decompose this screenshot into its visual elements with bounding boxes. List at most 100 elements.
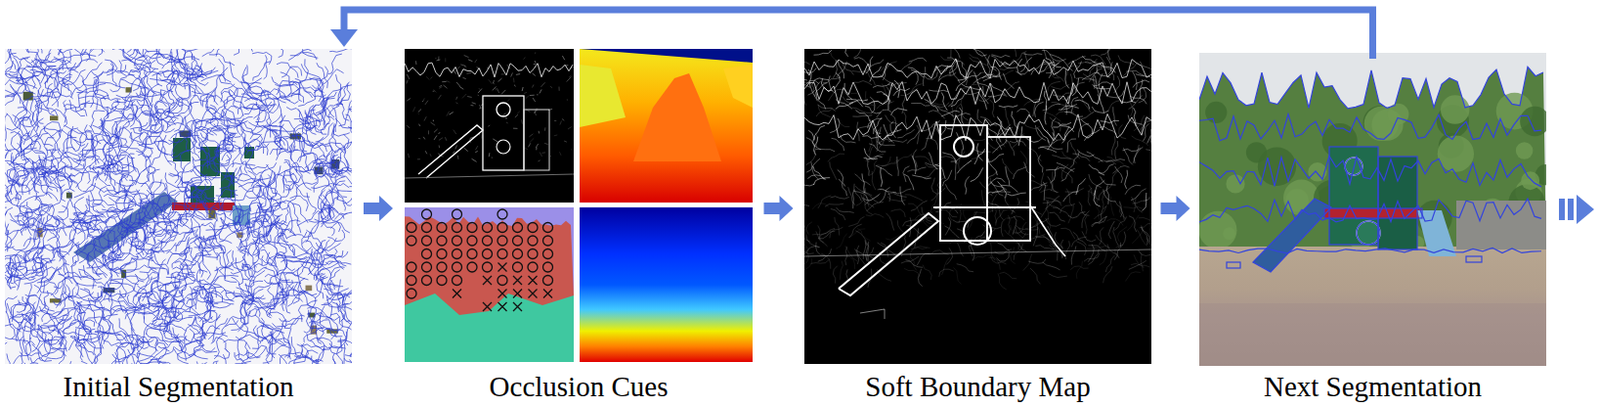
superpixel-outline: [101, 209, 127, 214]
figure-mark: [452, 235, 463, 246]
superpixel-outline: [14, 99, 29, 123]
superpixel-outline: [59, 328, 86, 336]
superpixel-outline: [132, 128, 152, 144]
superpixel-outline: [329, 48, 352, 52]
superpixel-outline: [320, 112, 328, 134]
superpixel-outline: [316, 239, 326, 261]
superpixel-outline: [283, 289, 302, 305]
superpixel-outline: [185, 119, 203, 138]
superpixel-outline: [104, 269, 113, 296]
superpixel-outline: [150, 120, 164, 133]
edge-texture: [479, 107, 481, 109]
superpixel-outline: [4, 207, 7, 226]
edge-texture: [459, 86, 464, 89]
superpixel-outline: [86, 199, 115, 206]
superpixel-outline: [69, 198, 87, 215]
superpixel-outline: [163, 322, 179, 340]
superpixel-outline: [141, 296, 172, 303]
edge-texture: [477, 88, 482, 94]
superpixel-outline: [110, 248, 130, 260]
superpixel-outline: [202, 48, 226, 57]
superpixel-outline: [9, 313, 32, 323]
edge-texture: [464, 54, 470, 57]
figure-mark: [422, 209, 433, 219]
superpixel-outline: [103, 192, 129, 199]
superpixel-outline: [307, 248, 316, 275]
superpixel-outline: [79, 95, 99, 110]
superpixel-outline: [171, 271, 196, 280]
superpixel-outline: [30, 97, 40, 123]
superpixel-outline: [17, 325, 44, 339]
superpixel-outline: [191, 134, 201, 160]
superpixel-outline: [123, 48, 139, 60]
superpixel-outline: [68, 218, 92, 226]
superpixel-outline: [312, 162, 339, 170]
superpixel-outline: [233, 87, 253, 100]
superpixel-outline: [175, 85, 190, 100]
figure-mark: [543, 275, 554, 286]
superpixel-outline: [214, 347, 230, 359]
edge-texture: [491, 157, 493, 159]
figure-mark: [467, 249, 477, 260]
superpixel-outline: [70, 245, 79, 267]
superpixel-outline: [275, 329, 291, 348]
superpixel-outline: [298, 131, 304, 157]
superpixel-outline: [283, 166, 296, 193]
superpixel-outline: [177, 272, 183, 297]
superpixel-outline: [210, 207, 233, 213]
superpixel-outline: [18, 300, 35, 315]
depth-region: [633, 73, 722, 162]
boundary-texture: [1117, 226, 1127, 242]
superpixel-outline: [92, 228, 108, 246]
superpixel-outline: [191, 90, 218, 105]
superpixel-outline: [111, 211, 129, 233]
superpixel-outline: [244, 143, 253, 173]
superpixel-outline: [186, 125, 205, 150]
edge-texture: [475, 150, 477, 152]
superpixel-outline: [339, 102, 352, 127]
superpixel-outline: [4, 113, 8, 142]
figure-mark: [513, 235, 523, 246]
superpixel-outline: [73, 48, 97, 56]
figure-mark: [406, 275, 417, 286]
superpixel-outline: [179, 149, 194, 171]
edge-texture: [423, 136, 426, 140]
edge-texture: [437, 94, 441, 100]
superpixel-outline: [81, 360, 92, 364]
figure-mark: [406, 288, 417, 299]
superpixel-outline: [301, 63, 322, 83]
superpixel-outline: [14, 250, 32, 271]
superpixel-outline: [115, 93, 144, 103]
superpixel-outline: [118, 268, 139, 285]
superpixel-outline: [36, 59, 56, 70]
edge-texture: [431, 122, 436, 126]
superpixel-outline: [298, 300, 317, 322]
edge-texture: [559, 151, 562, 156]
edge-texture: [424, 116, 427, 121]
superpixel-outline: [274, 84, 301, 95]
superpixel-outline: [140, 228, 157, 249]
edge-texture: [566, 77, 572, 83]
superpixel-outline: [237, 337, 243, 362]
superpixel-outline: [330, 312, 351, 330]
superpixel-outline: [104, 59, 118, 76]
superpixel-outline: [172, 98, 192, 109]
superpixel-outline: [168, 206, 179, 233]
superpixel-outline: [302, 240, 322, 259]
edge-texture: [540, 82, 545, 87]
superpixel-outline: [227, 117, 253, 122]
superpixel-outline: [216, 250, 234, 270]
superpixel-outline: [274, 165, 281, 196]
superpixel-outline: [269, 291, 290, 308]
superpixel-outline: [126, 264, 157, 270]
superpixel-outline: [148, 294, 165, 307]
superpixel-outline: [43, 268, 62, 294]
superpixel-outline: [249, 185, 261, 213]
superpixel-outline: [40, 305, 65, 314]
figure-mark: [452, 222, 463, 233]
edge-texture: [506, 121, 509, 124]
superpixel-outline: [222, 360, 252, 364]
edge-texture: [544, 142, 549, 144]
superpixel-outline: [316, 79, 324, 108]
superpixel-outline: [37, 78, 43, 104]
